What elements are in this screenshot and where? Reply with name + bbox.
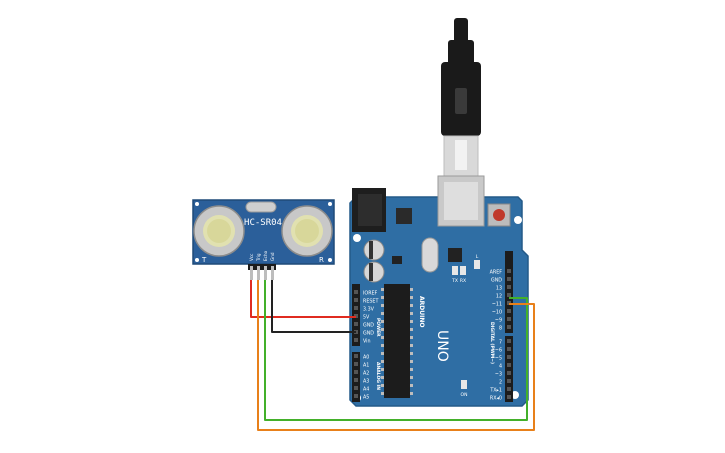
analog-pin-label: A0 [363,355,369,361]
digital-header-bottom [505,336,513,402]
analog-pin-label: A5 [363,395,369,401]
digital-pin-hole[interactable] [507,371,511,375]
arduino-uno-board[interactable]: TX RX L ARDUINO UNO ON IOREF RESET 3.3V 5V G… [349,175,529,407]
digital-pin-label: ~9 [495,318,502,324]
sensor-pin-label: Trig [256,253,261,262]
digital-pin-hole[interactable] [507,363,511,367]
power-section-label: POWER [375,318,381,337]
digital-pin-label: ~6 [495,348,502,354]
analog-pin-hole[interactable] [354,362,358,366]
digital-pin-label: ~5 [495,356,502,362]
digital-section-label: DIGITAL (PWM~) [489,322,495,364]
digital-pin-label: GND [491,278,502,284]
digital-pin-label: AREF [490,270,503,276]
analog-header [352,352,360,402]
sensor-corner-left: T [201,256,207,264]
analog-pin-label: A1 [363,363,369,369]
digital-pin-label: TX▸1 [489,388,502,394]
digital-pin-label: 2 [499,380,502,386]
digital-pin-label: RX◂0 [490,396,502,402]
analog-pin-hole[interactable] [354,378,358,382]
power-pin-label: IOREF [363,291,378,297]
analog-pin-label: A2 [363,371,369,377]
led-tx-label: TX [451,278,458,284]
digital-pin-hole[interactable] [507,347,511,351]
digital-pin-label: 13 [496,286,502,292]
sensor-pin-label: Vcc [249,253,254,261]
digital-pin-hole[interactable] [507,387,511,391]
digital-pin-label: 4 [499,364,502,370]
analog-pin-hole[interactable] [354,386,358,390]
power-pin-hole[interactable] [354,338,358,342]
digital-pin-label: ~3 [495,372,502,378]
power-pin-hole[interactable] [354,298,358,302]
digital-pin-hole[interactable] [507,293,511,297]
status-leds: TX RX L [451,254,480,284]
power-pin-label: GND [363,331,374,337]
digital-pin-hole[interactable] [507,285,511,289]
power-pin-hole[interactable] [354,306,358,310]
power-pin-label: Vin [363,339,371,345]
analog-pin-label: A4 [363,387,369,393]
arduino-model: UNO [434,330,450,362]
sensor-pin-label: Echo [263,250,268,261]
digital-pin-hole[interactable] [507,269,511,273]
digital-pin-label: 7 [499,340,502,346]
power-pin-label: 3.3V [363,307,375,313]
analog-pin-label: A3 [363,379,369,385]
digital-pin-hole[interactable] [507,325,511,329]
power-pin-label: 5V [363,315,370,321]
receiver-transducer [281,205,333,257]
digital-pin-hole[interactable] [507,355,511,359]
analog-section-label: ANALOG IN [375,362,381,390]
digital-pin-hole[interactable] [507,309,511,313]
wire-gnd[interactable] [271,280,356,333]
digital-pin-hole[interactable] [507,317,511,321]
wire-echo-pin11[interactable] [257,280,535,431]
analog-pin-hole[interactable] [354,370,358,374]
atmega-chip [381,284,413,398]
digital-pin-hole[interactable] [507,277,511,281]
analog-pin-hole[interactable] [354,354,358,358]
arduino-brand: ARDUINO [418,296,425,327]
digital-pin-label: 12 [496,294,502,300]
power-pin-label: RESET [363,299,378,305]
led-rx-label: RX [460,278,466,284]
power-pin-hole[interactable] [354,290,358,294]
power-pin-label: GND [363,323,374,329]
digital-pin-label: 8 [499,326,502,332]
usb-cable[interactable] [441,18,481,177]
sensor-model-label: HC-SR04 [244,218,282,228]
digital-pin-label: ~11 [492,302,502,308]
power-pin-hole[interactable] [354,322,358,326]
wire-trig-pin12[interactable] [264,280,528,421]
digital-pin-hole[interactable] [507,379,511,383]
wire-vcc-5v[interactable] [250,280,356,318]
sensor-corner-right: R [319,256,324,264]
digital-pin-label: ~10 [492,310,502,316]
digital-header-top [505,251,513,333]
led-l-label: L [476,254,479,260]
digital-pin-hole[interactable] [507,339,511,343]
analog-pin-hole[interactable] [354,394,358,398]
on-led-label: ON [461,392,468,398]
sensor-pin-label: Gnd [270,252,275,261]
digital-pin-hole[interactable] [507,395,511,399]
transmitter-transducer [193,205,245,257]
